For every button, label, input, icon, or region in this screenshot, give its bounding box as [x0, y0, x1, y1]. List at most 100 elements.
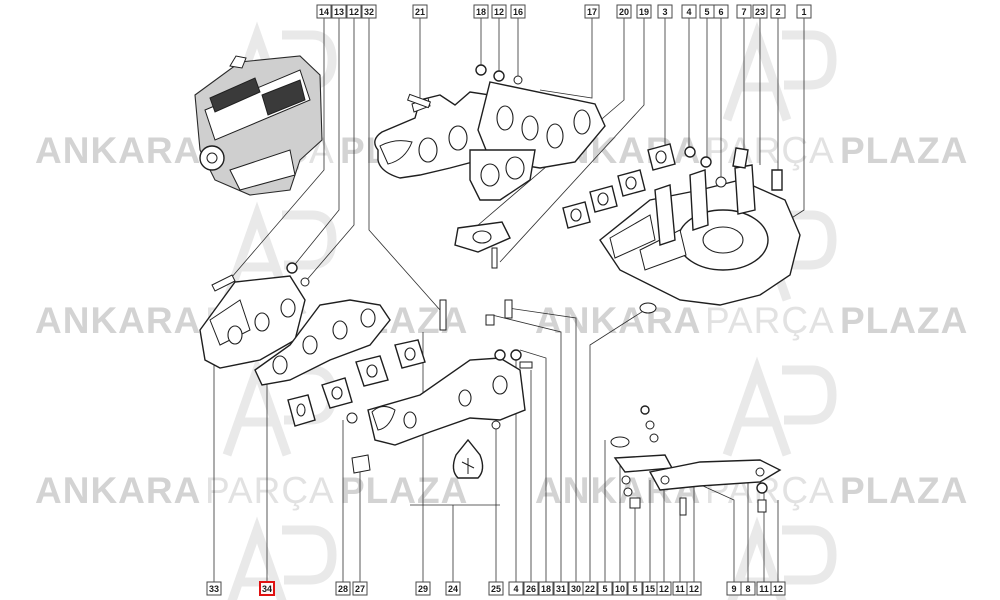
- callout-bottom[interactable]: 24: [445, 581, 461, 596]
- callout-label: 12: [689, 584, 699, 594]
- callout-label: 8: [745, 584, 750, 594]
- callout-box: [316, 4, 332, 19]
- callout-box: [656, 581, 672, 596]
- callout-box: [752, 4, 768, 19]
- watermark-logo: [222, 356, 337, 457]
- callout-top[interactable]: 14: [316, 4, 332, 19]
- callout-top[interactable]: 18: [473, 4, 489, 19]
- watermark-logo: [722, 21, 837, 122]
- watermark-word-plaza: PLAZA: [340, 470, 468, 511]
- callout-box: [686, 581, 702, 596]
- callout-top[interactable]: 3: [657, 4, 673, 19]
- callout-bottom[interactable]: 10: [612, 581, 628, 596]
- callout-label: 28: [338, 584, 348, 594]
- callout-top[interactable]: 12: [346, 4, 362, 19]
- watermark-word-parca: PARÇA: [705, 300, 835, 341]
- callout-label: 33: [209, 584, 219, 594]
- callout-bottom[interactable]: 30: [568, 581, 584, 596]
- callout-top[interactable]: 6: [713, 4, 729, 19]
- callout-bottom[interactable]: 9: [726, 581, 742, 596]
- callout-bottom[interactable]: 29: [415, 581, 431, 596]
- callout-bottom[interactable]: 33: [206, 581, 222, 596]
- callout-top[interactable]: 32: [361, 4, 377, 19]
- callout-top[interactable]: 7: [736, 4, 752, 19]
- callout-box: [657, 4, 673, 19]
- callout-bottom[interactable]: 15: [642, 581, 658, 596]
- watermark-logo: [722, 356, 837, 457]
- callout-top[interactable]: 2: [770, 4, 786, 19]
- callout-top[interactable]: 23: [752, 4, 768, 19]
- engine-block-drawing: [194, 55, 323, 196]
- callout-label: 20: [619, 7, 629, 17]
- watermark-word-ankara: ANKARA: [535, 300, 701, 341]
- watermark-row: ANKARA PARÇA PLAZA ANKARA PARÇA PLAZA: [35, 470, 968, 511]
- callout-box: [508, 581, 524, 596]
- callout-top[interactable]: 19: [636, 4, 652, 19]
- callout-bottom[interactable]: 28: [335, 581, 351, 596]
- callout-bottom[interactable]: 11: [672, 581, 688, 596]
- callout-bottom[interactable]: 5: [627, 581, 643, 596]
- callout-label: 4: [513, 584, 518, 594]
- left-manifold-drawing: [199, 262, 426, 474]
- callout-bottom[interactable]: 12: [686, 581, 702, 596]
- callout-box: [346, 4, 362, 19]
- callout-label: 18: [541, 584, 551, 594]
- callout-top[interactable]: 12: [491, 4, 507, 19]
- callout-box: [538, 581, 554, 596]
- callout-box: [473, 4, 489, 19]
- callout-box: [491, 4, 507, 19]
- callout-highlighted[interactable]: 34: [259, 581, 275, 596]
- watermark-word-ankara: ANKARA: [35, 470, 201, 511]
- callout-bottom[interactable]: 5: [597, 581, 613, 596]
- callout-box: [412, 4, 428, 19]
- callout-box: [335, 581, 351, 596]
- callout-box: [259, 581, 275, 596]
- callout-bottom[interactable]: 12: [656, 581, 672, 596]
- callout-label: 6: [718, 7, 723, 17]
- callout-box: [627, 581, 643, 596]
- callout-top[interactable]: 21: [412, 4, 428, 19]
- callout-bottom[interactable]: 8: [740, 581, 756, 596]
- callout-top[interactable]: 16: [510, 4, 526, 19]
- callout-box: [206, 581, 222, 596]
- callout-bottom[interactable]: 18: [538, 581, 554, 596]
- callout-box: [584, 4, 600, 19]
- callout-label: 19: [639, 7, 649, 17]
- callout-box: [770, 4, 786, 19]
- callout-label: 3: [662, 7, 667, 17]
- callout-box: [713, 4, 729, 19]
- callout-label: 11: [759, 584, 769, 594]
- callout-top[interactable]: 17: [584, 4, 600, 19]
- callout-box: [740, 581, 756, 596]
- callout-top[interactable]: 1: [796, 4, 812, 19]
- callout-label: 12: [349, 7, 359, 17]
- center-manifold-drawing: [367, 299, 533, 479]
- callout-bottom[interactable]: 26: [523, 581, 539, 596]
- callout-label: 27: [355, 584, 365, 594]
- callout-bottom[interactable]: 31: [553, 581, 569, 596]
- callout-bottom[interactable]: 25: [488, 581, 504, 596]
- callout-label: 9: [731, 584, 736, 594]
- callout-bottom[interactable]: 4: [508, 581, 524, 596]
- callout-top[interactable]: 13: [331, 4, 347, 19]
- watermark-word-plaza: PLAZA: [840, 300, 968, 341]
- callout-label: 24: [448, 584, 458, 594]
- callout-box: [736, 4, 752, 19]
- callout-bottom[interactable]: 22: [582, 581, 598, 596]
- watermark-word-plaza: PLAZA: [840, 130, 968, 171]
- callout-bottom[interactable]: 11: [756, 581, 772, 596]
- callout-box: [331, 4, 347, 19]
- callout-label: 15: [645, 584, 655, 594]
- callout-bottom[interactable]: 27: [352, 581, 368, 596]
- callout-label: 30: [571, 584, 581, 594]
- callout-bottom[interactable]: 12: [770, 581, 786, 596]
- callout-top[interactable]: 5: [699, 4, 715, 19]
- callout-top[interactable]: 20: [616, 4, 632, 19]
- callout-label: 4: [686, 7, 691, 17]
- intake-manifold-drawing: [562, 143, 801, 314]
- callout-label: 21: [415, 7, 425, 17]
- callout-top[interactable]: 4: [681, 4, 697, 19]
- watermark-word-plaza: PLAZA: [840, 470, 968, 511]
